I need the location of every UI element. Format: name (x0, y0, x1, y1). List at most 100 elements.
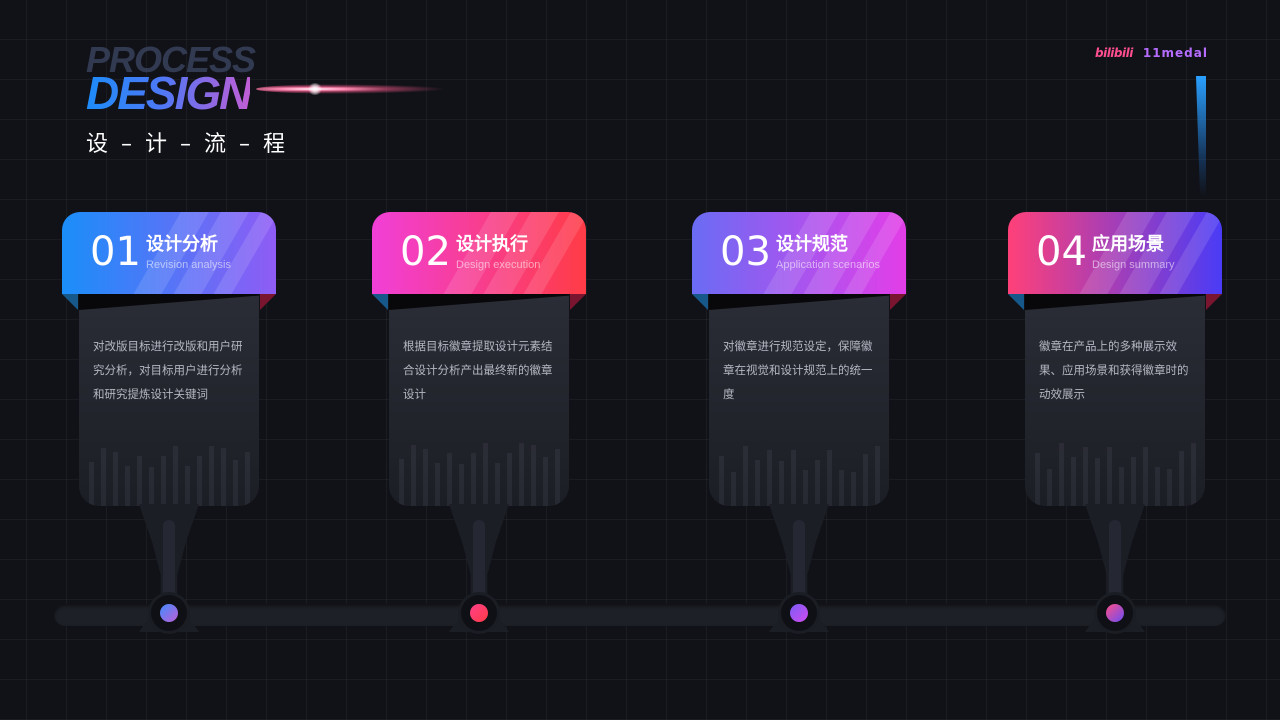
handle-slot (793, 520, 805, 606)
timeline-dot (470, 604, 488, 622)
title-process: PROCESS (86, 39, 256, 80)
step-header: 04 应用场景 Design summary (1008, 212, 1222, 294)
decorative-bar (1191, 443, 1196, 506)
decorative-bar (209, 446, 214, 506)
decorative-bar (531, 445, 536, 506)
decorative-bar (1059, 443, 1064, 506)
decorative-bar (863, 454, 868, 506)
body-shadow (1025, 294, 1205, 310)
fold-left (1008, 294, 1024, 310)
process-step-04: 04 应用场景 Design summary 徽章在产品上的多种展示效果、应用场… (1008, 212, 1222, 632)
timeline-node[interactable] (1097, 595, 1133, 631)
decorative-bar (233, 460, 238, 506)
decorative-bar (791, 450, 796, 506)
decorative-bar (779, 461, 784, 506)
decorative-bar (543, 457, 548, 506)
decorative-bar (173, 446, 178, 506)
title-design: DESIGN (86, 67, 252, 119)
handle-slot (473, 520, 485, 606)
step-subtitle: Design summary (1092, 259, 1175, 271)
process-step-01: 01 设计分析 Revision analysis 对改版目标进行改版和用户研究… (62, 212, 276, 632)
decorative-bar (471, 453, 476, 506)
step-header: 03 设计规范 Application scenarios (692, 212, 906, 294)
timeline-node[interactable] (461, 595, 497, 631)
timeline-node[interactable] (781, 595, 817, 631)
decorative-bar (89, 462, 94, 506)
decorative-bar (1083, 447, 1088, 506)
decorative-bar (161, 456, 166, 506)
decorative-bars (89, 436, 253, 506)
decorative-bar (507, 453, 512, 506)
decorative-bar (755, 460, 760, 506)
decorative-bar (245, 452, 250, 506)
step-body: 根据目标徽章提取设计元素结合设计分析产出最终新的徽章设计 (389, 294, 569, 506)
step-header: 01 设计分析 Revision analysis (62, 212, 276, 294)
body-shadow (389, 294, 569, 310)
step-body: 对徽章进行规范设定，保障徽章在视觉和设计规范上的统一度 (709, 294, 889, 506)
handle-slot (1109, 520, 1121, 606)
light-flare-core (308, 83, 322, 95)
decorative-bar (827, 450, 832, 506)
decorative-bar (125, 466, 130, 506)
decorative-bar (519, 443, 524, 506)
step-subtitle: Design execution (456, 259, 541, 271)
title-block: PROCESS DESIGN 设 – 计 – 流 – 程 (86, 40, 486, 160)
decorative-bar (1119, 467, 1124, 506)
decorative-bar (221, 448, 226, 506)
fold-right (570, 294, 586, 310)
process-step-02: 02 设计执行 Design execution 根据目标徽章提取设计元素结合设… (372, 212, 586, 632)
handle-slot (163, 520, 175, 606)
decorative-bar (767, 450, 772, 506)
step-number: 01 (90, 229, 141, 275)
bilibili-logo: bilibili (1094, 46, 1133, 60)
decorative-bar (137, 456, 142, 506)
timeline-dot (1106, 604, 1124, 622)
decorative-bar (197, 456, 202, 506)
decorative-bar (483, 443, 488, 506)
decorative-bar (555, 449, 560, 506)
fold-right (890, 294, 906, 310)
step-title: 设计执行 (456, 234, 528, 255)
decorative-bars (719, 436, 883, 506)
brand-name: 11medal (1142, 46, 1208, 60)
step-title: 设计规范 (776, 234, 848, 255)
step-title: 应用场景 (1092, 234, 1164, 255)
decorative-bar (399, 459, 404, 506)
fold-left (692, 294, 708, 310)
step-number: 02 (400, 229, 451, 275)
fold-right (1206, 294, 1222, 310)
timeline-dot (160, 604, 178, 622)
fold-left (62, 294, 78, 310)
decorative-bar (1035, 453, 1040, 506)
decorative-bar (495, 463, 500, 506)
decorative-bar (1071, 457, 1076, 506)
timeline-track (54, 604, 1226, 626)
decorative-bar (185, 466, 190, 506)
decorative-bar (1095, 458, 1100, 506)
decorative-bar (1155, 467, 1160, 506)
timeline-dot (790, 604, 808, 622)
step-description: 徽章在产品上的多种展示效果、应用场景和获得徽章时的动效展示 (1039, 339, 1189, 401)
step-description: 根据目标徽章提取设计元素结合设计分析产出最终新的徽章设计 (403, 339, 553, 401)
decorative-bar (743, 446, 748, 506)
decorative-bar (875, 446, 880, 506)
decorative-bar (803, 470, 808, 506)
decorative-bars (399, 436, 563, 506)
body-shadow (79, 294, 259, 310)
body-shadow (709, 294, 889, 310)
step-body: 对改版目标进行改版和用户研究分析，对目标用户进行分析和研究提炼设计关键词 (79, 294, 259, 506)
step-description: 对改版目标进行改版和用户研究分析，对目标用户进行分析和研究提炼设计关键词 (93, 339, 243, 401)
timeline-node[interactable] (151, 595, 187, 631)
light-flare (256, 84, 446, 94)
decorative-bar (113, 452, 118, 506)
decorative-bar (1131, 457, 1136, 506)
decorative-bar (851, 472, 856, 506)
decorative-bar (411, 445, 416, 506)
step-number: 04 (1036, 229, 1087, 275)
decorative-bar (459, 464, 464, 506)
accent-line (1196, 76, 1206, 196)
step-description: 对徽章进行规范设定，保障徽章在视觉和设计规范上的统一度 (723, 339, 873, 401)
decorative-bar (731, 472, 736, 506)
fold-left (372, 294, 388, 310)
step-subtitle: Application scenarios (776, 259, 880, 271)
